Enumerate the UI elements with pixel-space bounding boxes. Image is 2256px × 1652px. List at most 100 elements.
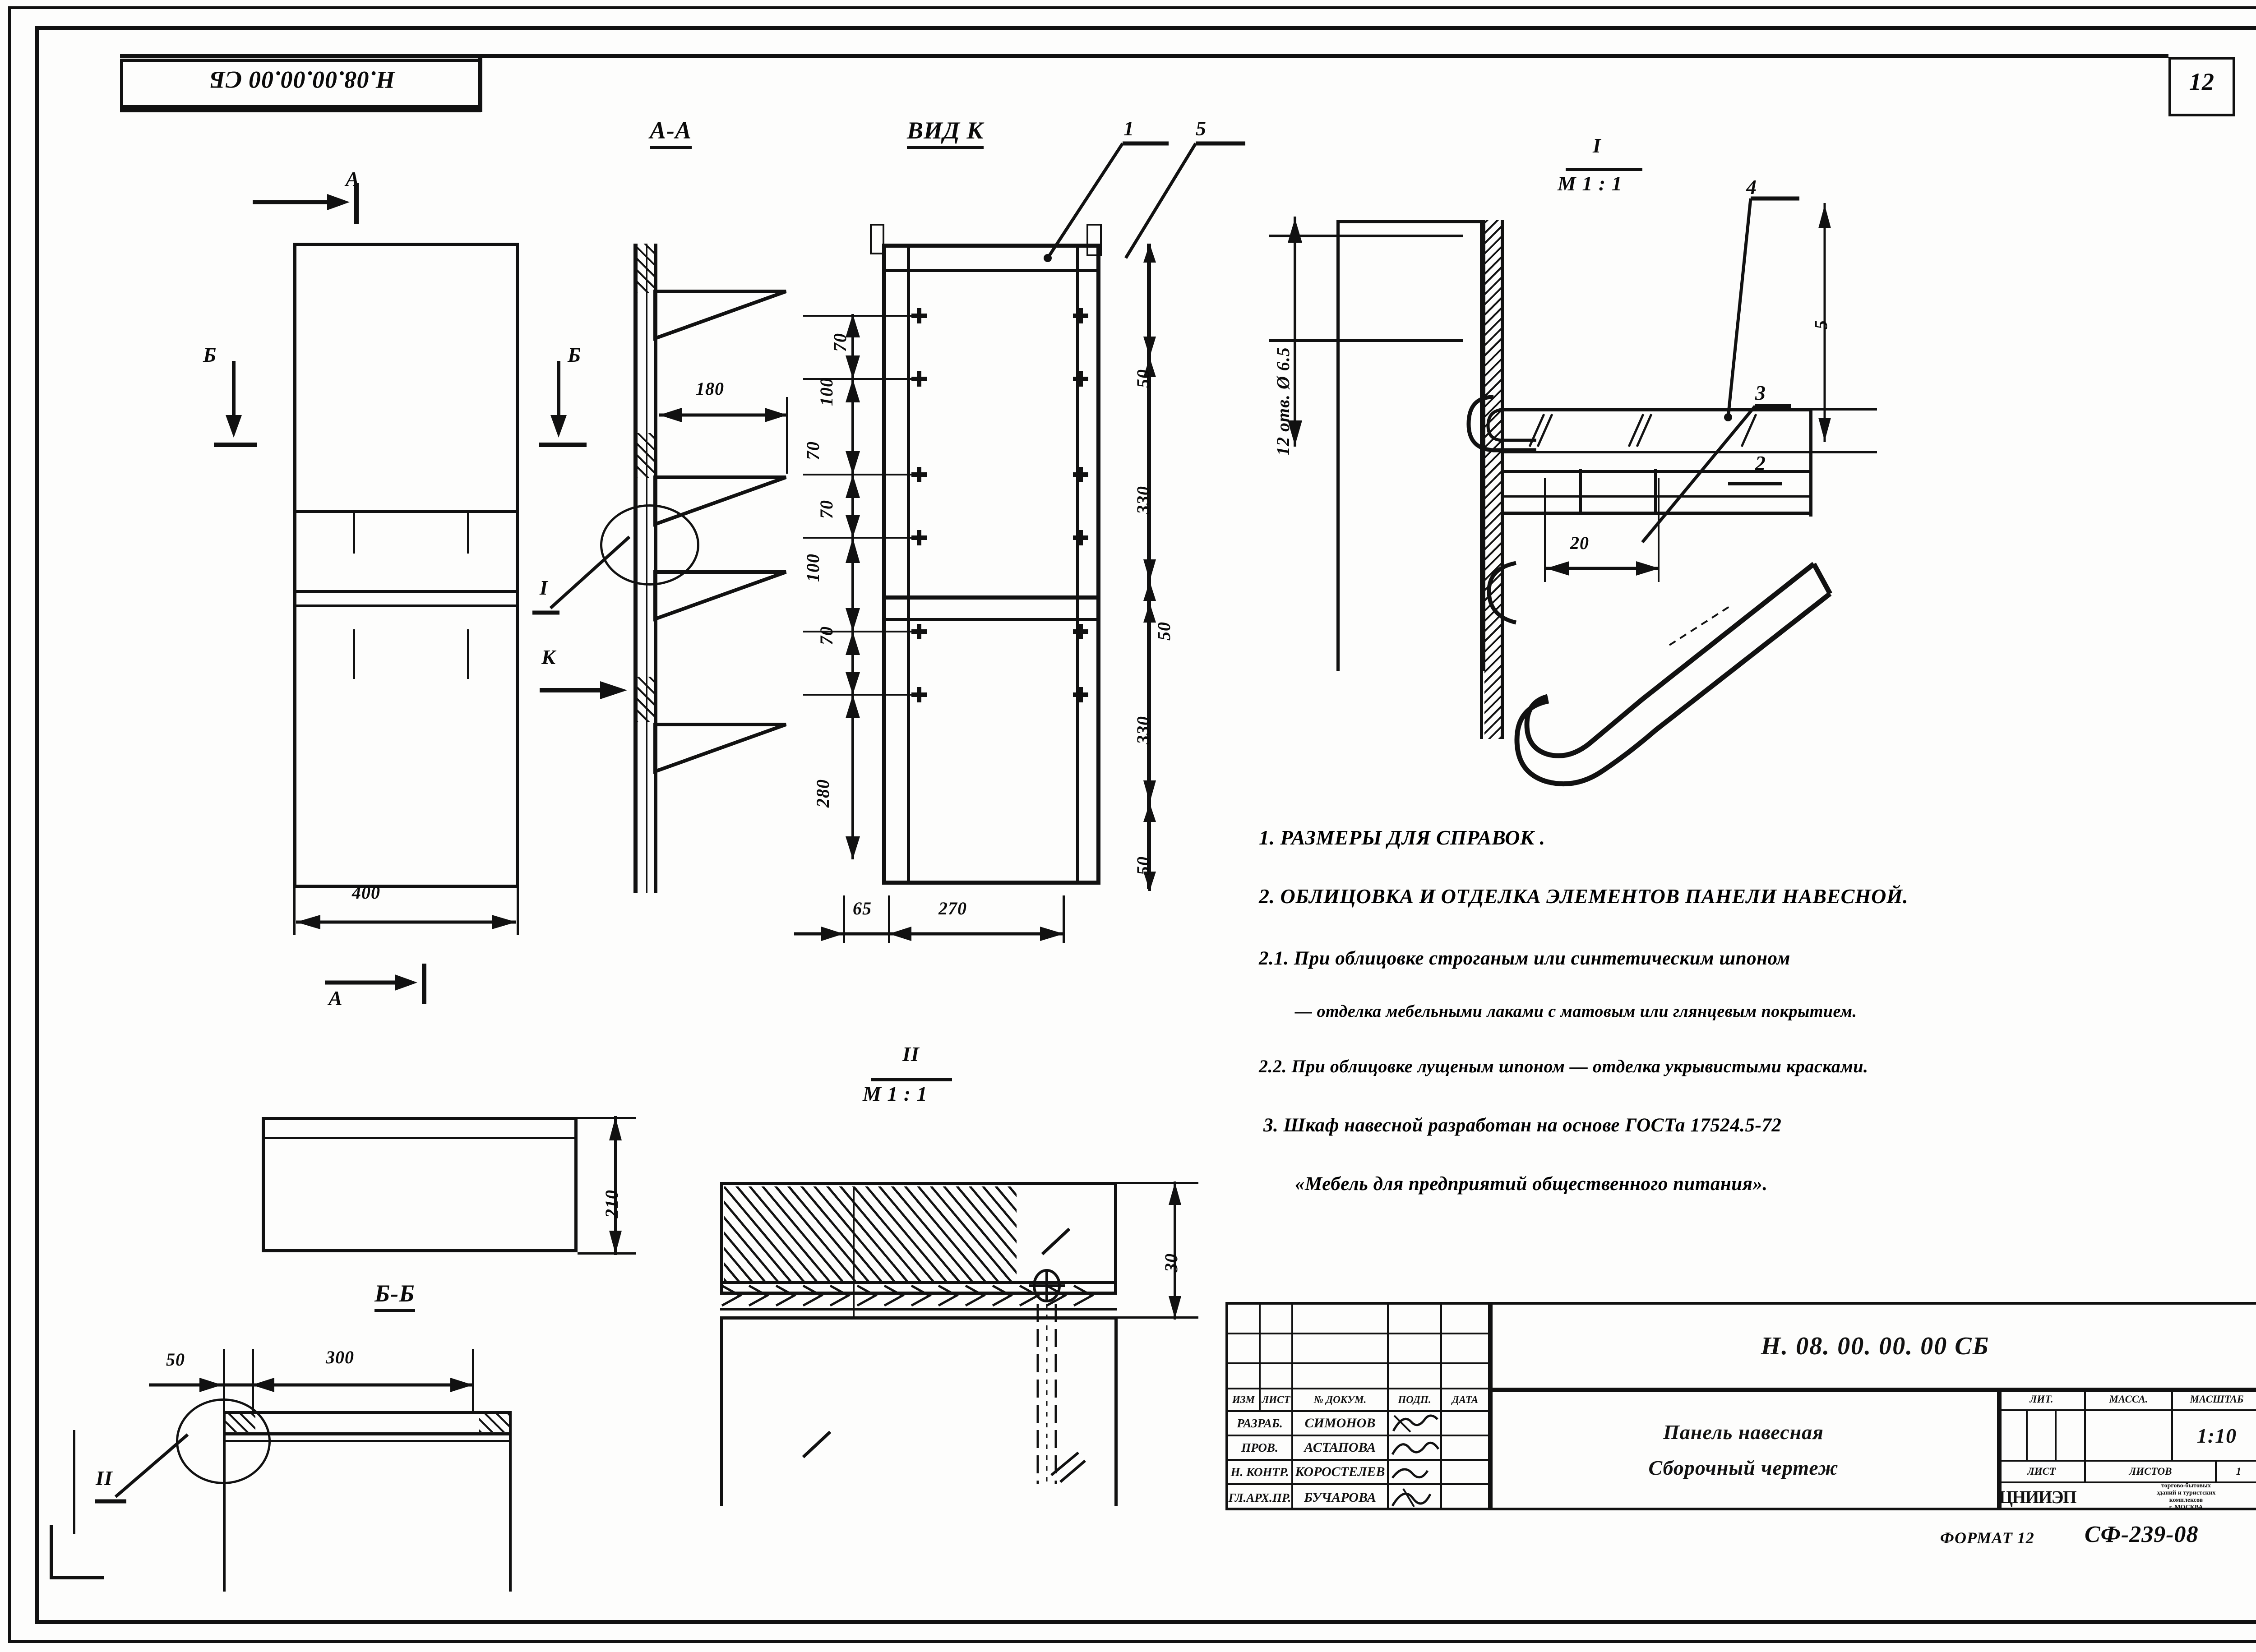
tb-lit-box-1 — [1999, 1411, 2028, 1462]
tb-name-1-text: АСТАПОВА — [1304, 1440, 1376, 1455]
tb-sheets-label: ЛИСТОВ — [2129, 1466, 2172, 1477]
detail-i-dim5-ext1 — [1800, 408, 1877, 411]
vid-k-top-rail — [882, 244, 1100, 248]
section-arrow-b-left — [214, 361, 257, 447]
detail-i-title-mark: I — [1593, 134, 1601, 157]
detail-i-leader-3 — [1641, 404, 1791, 544]
view-k-arrow — [540, 681, 627, 699]
tb-blank-r3c1 — [1228, 1364, 1261, 1389]
tb-masshtab-label: МАСШТАБ — [2190, 1394, 2244, 1405]
tb-role-1-text: ПРОВ. — [1241, 1440, 1278, 1454]
vid-k-hole-crosses — [911, 308, 1088, 702]
tb-sheet-label: ЛИСТ — [2027, 1466, 2056, 1477]
detail-ii-screw — [1029, 1269, 1086, 1484]
note-1: 1. РАЗМЕРЫ ДЛЯ СПРАВОК . — [1259, 826, 1545, 849]
tb-massa-label: МАССА. — [2109, 1394, 2148, 1405]
detail-ii-title-rule — [871, 1078, 952, 1081]
section-mark-b-left: Б — [203, 343, 217, 366]
detail-ii-tick-top — [1041, 1227, 1071, 1255]
tb-blank-r3c4 — [1389, 1364, 1442, 1389]
format-label: ФОРМАТ 12 — [1940, 1529, 2034, 1547]
section-mark-b-right: Б — [568, 343, 582, 366]
tb-lit-box-3 — [2057, 1411, 2086, 1462]
detail-ii-veneer-layer — [721, 1284, 1095, 1307]
aa-shelf-top — [653, 290, 787, 341]
detail-i-wall-edge — [1480, 220, 1483, 739]
detail-i-callout-2: 2 — [1755, 452, 1766, 475]
detail-ii-dim30: 30 — [1161, 1253, 1181, 1272]
vid-k-dim-70b: 70 — [803, 441, 823, 460]
detail-ii-outline — [720, 1182, 1117, 1295]
vid-k-bottom-ext-2 — [888, 895, 890, 943]
detail-i-panel-top — [1501, 408, 1812, 411]
tb-title-line2: Сборочный чертеж — [1648, 1456, 1839, 1479]
tb-sign-0 — [1389, 1412, 1442, 1436]
tb-name-3-text: БУЧАРОВА — [1304, 1490, 1376, 1505]
detail-ii-veneer-top — [720, 1281, 1117, 1284]
tb-blank-r2c1 — [1228, 1334, 1261, 1364]
bb-dim300: 300 — [326, 1347, 354, 1367]
tb-org-logo: ЦНИИЭП — [1999, 1486, 2077, 1507]
detail-i-wall-edge2 — [1501, 220, 1504, 739]
bb-dim210-line — [609, 1116, 622, 1255]
detail-i-callout-3: 3 — [1755, 381, 1766, 404]
bb-wall-right — [509, 1411, 512, 1592]
title-block: ИЗМ ЛИСТ № ДОКУМ. ПОДП. ДАТА РАЗРАБ. СИМ… — [1225, 1302, 2256, 1510]
detail-ii-side-right — [1114, 1316, 1118, 1506]
vid-k-bottom-rail — [882, 881, 1100, 885]
doc-code: СФ-239-08 — [2085, 1522, 2199, 1547]
aa-dim180: 180 — [696, 378, 724, 399]
tb-blank-r2c5 — [1442, 1334, 1490, 1364]
vid-k-mid-rail-2 — [882, 618, 1100, 621]
bb-detail-ii-mark: II — [96, 1467, 113, 1490]
vid-k-left-chain-line — [846, 314, 860, 859]
vid-k-dim-70a: 70 — [830, 333, 850, 352]
bb-ext-2 — [252, 1349, 254, 1412]
tb-drawing-number: Н. 08. 00. 00. 00 СБ — [1761, 1332, 1990, 1360]
detail-i-ext-top — [1269, 235, 1463, 237]
aa-dim180-line — [659, 408, 787, 422]
tb-sheets-header: ЛИСТОВ — [2086, 1462, 2217, 1483]
bb-panel-bot — [223, 1432, 512, 1435]
note-2: 2. ОБЛИЦОВКА И ОТДЕЛКА ЭЛЕМЕНТОВ ПАНЕЛИ … — [1259, 885, 1909, 908]
tb-date-3 — [1442, 1485, 1490, 1510]
tb-massa-header: МАССА. — [2086, 1389, 2173, 1411]
tb-sign-3 — [1389, 1485, 1442, 1510]
tb-role-2: Н. КОНТР. — [1228, 1461, 1293, 1485]
vid-k-dim-280: 280 — [813, 779, 833, 808]
tb-col-data-text: ДАТА — [1452, 1394, 1479, 1405]
binding-tick-v — [50, 1525, 53, 1579]
detail-ii-dim30-line — [1169, 1181, 1181, 1320]
tb-blank-r1c3 — [1293, 1305, 1389, 1334]
aa-shelf-mid — [653, 475, 787, 527]
vid-k-dim-50c: 50 — [1133, 856, 1153, 875]
tb-date-1 — [1442, 1436, 1490, 1461]
tb-role-0: РАЗРАБ. — [1228, 1412, 1293, 1436]
aa-shelf-mid2 — [653, 570, 787, 622]
tb-blank-r3c5 — [1442, 1364, 1490, 1389]
detail-i-panel-mid — [1501, 451, 1812, 453]
front-shelf-2b — [293, 605, 519, 607]
detail-i-callout-4: 4 — [1746, 175, 1757, 198]
detail-i-dim20-ext2 — [1658, 478, 1660, 582]
tb-name-3: БУЧАРОВА — [1293, 1485, 1389, 1510]
tb-massa-value — [2086, 1411, 2173, 1462]
detail-i-leader — [532, 535, 631, 615]
tb-date-0 — [1442, 1412, 1490, 1436]
tb-blank-r2c3 — [1293, 1334, 1389, 1364]
bb-hatch-right — [479, 1413, 512, 1432]
detail-i-notch — [1579, 469, 1657, 514]
detail-i-panel-right — [1809, 408, 1812, 517]
tb-name-2-text: КОРОСТЕЛЕВ — [1295, 1464, 1385, 1479]
note-3-cont: «Мебель для предприятий общественного пи… — [1295, 1173, 1768, 1195]
bb-dim210: 210 — [601, 1190, 622, 1218]
note-2-2: 2.2. При облицовке лущеным шпоном — отде… — [1259, 1056, 1868, 1076]
detail-i-wall-hatch — [1484, 220, 1501, 739]
sheet-frame-outer — [8, 6, 2256, 1643]
vid-k-dim-330b: 330 — [1133, 716, 1153, 744]
detail-ii-scale: М 1 : 1 — [863, 1082, 928, 1105]
detail-ii-seam — [853, 1186, 855, 1317]
detail-i-title-rule — [1566, 168, 1642, 171]
tb-scale-value: 1:10 — [2196, 1424, 2237, 1447]
vid-k-callout-5: 5 — [1196, 117, 1207, 140]
